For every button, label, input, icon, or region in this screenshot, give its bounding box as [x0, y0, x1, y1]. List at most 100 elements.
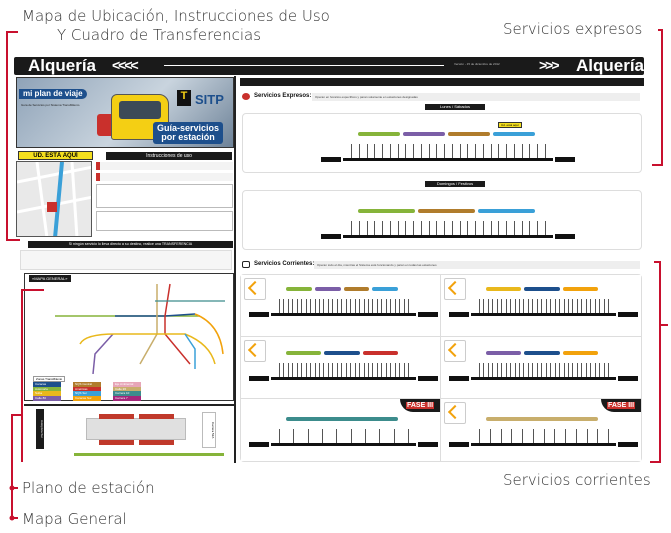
route-zone-pill — [286, 287, 312, 291]
stop-label — [513, 144, 515, 158]
left-column — [14, 76, 236, 463]
stop-label — [527, 299, 529, 313]
stop-label — [319, 363, 321, 377]
stop-label — [283, 363, 285, 377]
stop-label — [496, 299, 498, 313]
stop-label — [393, 429, 395, 443]
zonal-service-logo-icon — [444, 340, 466, 362]
stop-label — [483, 363, 485, 377]
zone-legend-item: Carrera 7 — [113, 395, 141, 401]
banner-subtitle: Guía de Servicios por Sistema TransMilen… — [21, 103, 80, 107]
stop-label — [323, 299, 325, 313]
route-zone-pill — [562, 287, 598, 291]
stop-label — [389, 221, 391, 235]
stop-label — [413, 221, 415, 235]
stop-label — [444, 144, 446, 158]
stop-label — [397, 221, 399, 235]
stop-label — [358, 221, 360, 235]
stop-label — [576, 299, 578, 313]
station-name-left: Alquería — [28, 56, 97, 75]
stop-label — [279, 363, 280, 377]
stop-label — [390, 363, 392, 377]
stop-label — [559, 363, 561, 377]
stop-label — [550, 363, 552, 377]
stop-label — [367, 299, 369, 313]
stop-label — [283, 299, 285, 313]
express-badge-icon — [242, 93, 250, 100]
date-note: Versión - 15 de diciembre de 2012 — [454, 62, 500, 66]
route-line — [343, 158, 553, 161]
stop-label — [310, 363, 312, 377]
station-platform — [86, 418, 186, 440]
stop-label — [559, 299, 561, 313]
fase-label: FASE III — [406, 402, 434, 409]
stop-label — [367, 363, 369, 377]
stop-label — [487, 299, 489, 313]
zone-legend-item: Américas — [73, 386, 101, 392]
stop-label — [372, 363, 374, 377]
stop-label — [586, 429, 588, 443]
stop-label — [354, 299, 356, 313]
bus-bay — [139, 414, 174, 419]
stop-label — [590, 299, 592, 313]
zone-legend-item: Eje Ambiental — [113, 382, 141, 387]
stop-label — [532, 429, 534, 443]
regular-route-panel — [441, 275, 641, 337]
stop-label — [536, 299, 538, 313]
location-map — [16, 161, 92, 237]
stop-label — [482, 221, 484, 235]
stop-label — [403, 363, 405, 377]
fase-label: FASE III — [607, 402, 635, 409]
route-zone-pill — [372, 287, 398, 291]
transfer-table — [20, 250, 232, 270]
stop-label — [408, 429, 409, 443]
express-desc: Operan en horarios específicos y paran s… — [312, 93, 640, 101]
weekday-label: Lunes / Sábados — [425, 104, 485, 110]
stop-label — [374, 144, 376, 158]
stop-label — [475, 144, 477, 158]
stop-label — [366, 144, 368, 158]
stop-label — [483, 299, 485, 313]
chevrons-right-icon: >>> — [539, 57, 559, 73]
stop-label — [575, 429, 577, 443]
instructions-title: Instrucciones de uso — [106, 152, 232, 160]
bus-yellow-image — [111, 94, 169, 140]
route-end-label — [555, 157, 575, 162]
stop-label — [511, 429, 513, 443]
zone-legend-item: Carrera 10 — [113, 391, 141, 396]
stop-label — [397, 144, 399, 158]
stop-label — [341, 299, 343, 313]
stop-label — [403, 299, 405, 313]
stop-label — [529, 144, 531, 158]
chevrons-left-icon: <<<< — [112, 57, 139, 73]
stop-label — [482, 144, 484, 158]
station-header-bar: Alquería <<<< Versión - 15 de diciembre … — [14, 56, 645, 75]
route-end-label — [418, 376, 438, 381]
weekend-label: Domingos / Festivos — [425, 181, 485, 187]
stop-label — [498, 144, 500, 158]
stop-label — [572, 363, 574, 377]
street-label: Carrera 52A — [202, 412, 216, 448]
route-end-label — [418, 312, 438, 317]
stop-label — [382, 144, 384, 158]
stop-label — [332, 299, 334, 313]
stop-label — [521, 144, 523, 158]
stop-label — [459, 144, 461, 158]
sitp-logo: SITP — [195, 92, 224, 107]
stop-label — [385, 299, 387, 313]
route-zone-pill — [343, 287, 370, 291]
route-zone-pill — [324, 351, 360, 355]
stop-label — [489, 429, 491, 443]
stop-label — [537, 221, 539, 235]
stop-label — [585, 299, 587, 313]
route-start-label — [321, 234, 341, 239]
stop-label — [467, 221, 469, 235]
stop-label — [319, 299, 321, 313]
route-end-label — [418, 442, 438, 447]
regular-title: Servicios Corrientes: — [254, 261, 315, 267]
station-name-right: Alquería — [576, 56, 645, 75]
route-zone-pill — [286, 351, 322, 355]
regular-header: Servicios Corrientes: Operan todo el día… — [242, 261, 640, 269]
stop-label — [545, 221, 546, 235]
stop-label — [305, 299, 307, 313]
